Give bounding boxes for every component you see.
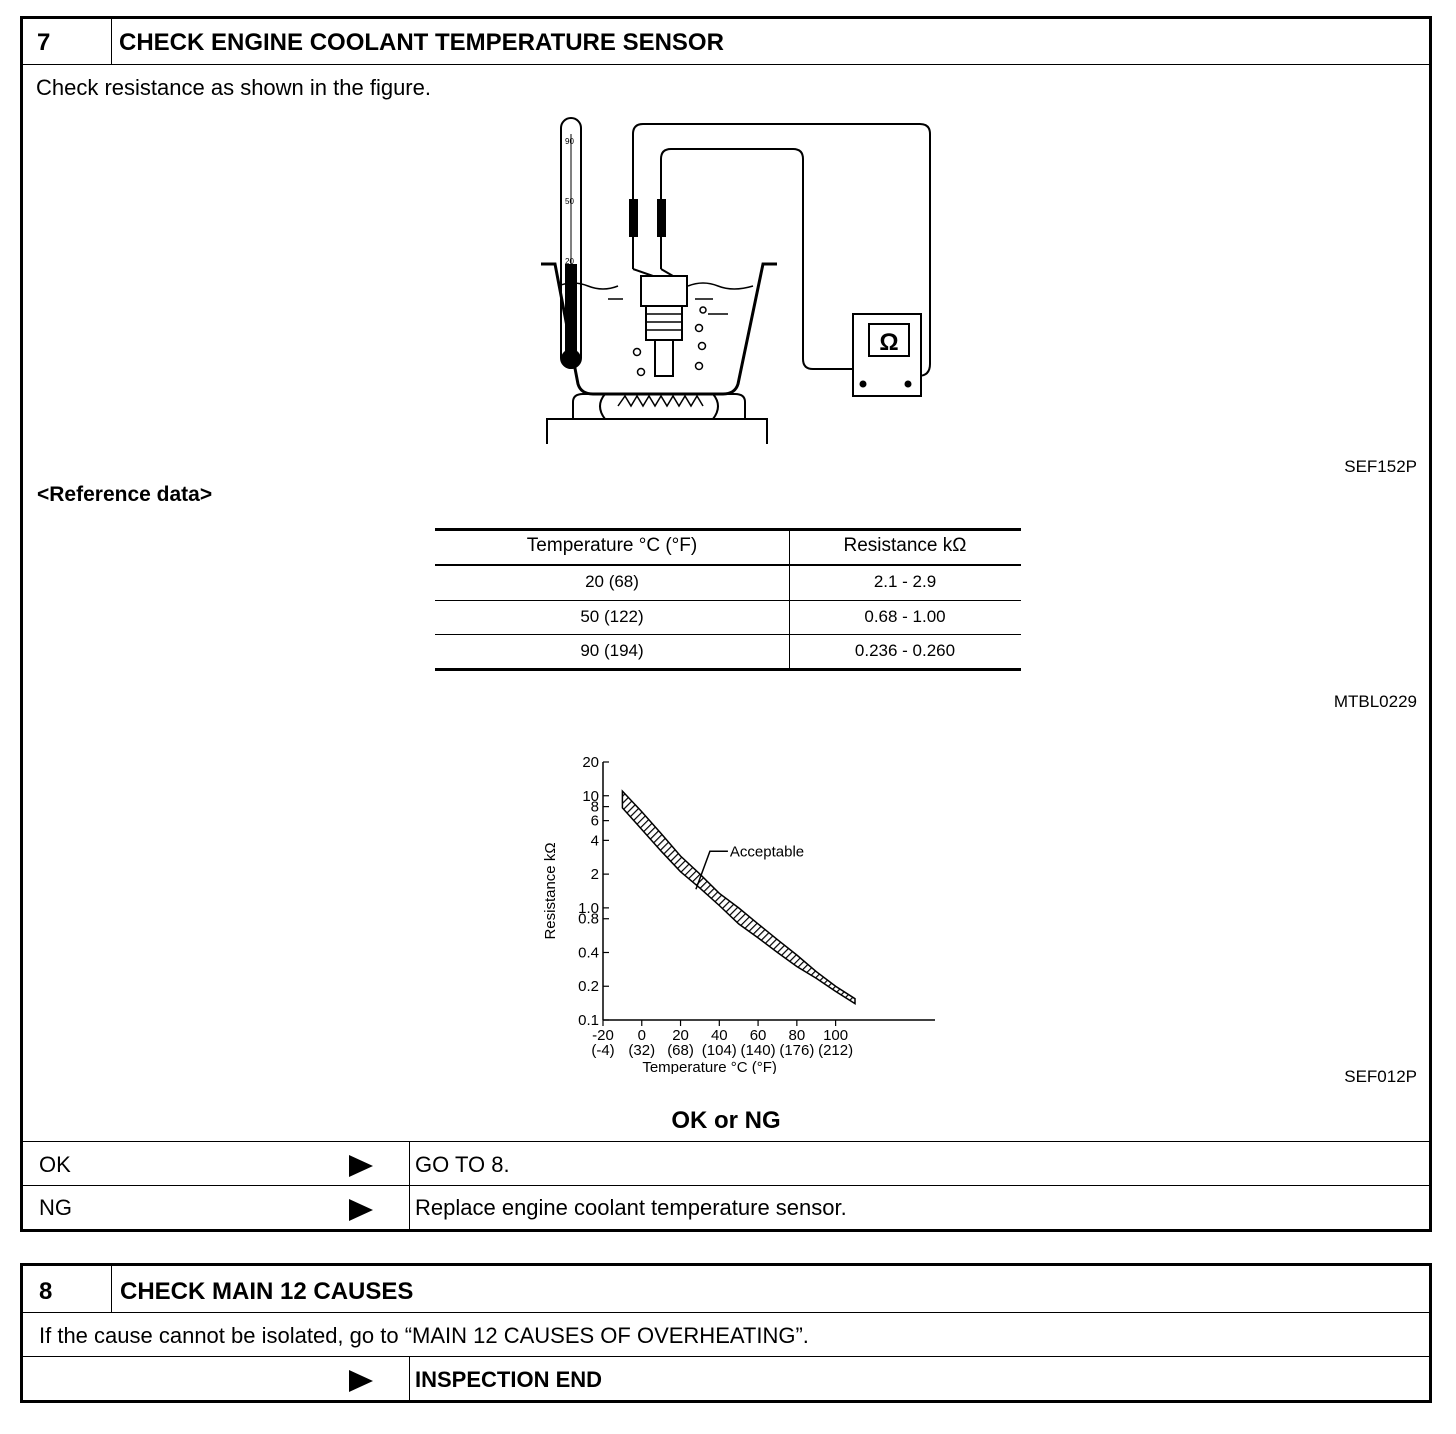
table-row: 20 (68) <box>585 572 639 591</box>
y-tick-label: 2 <box>591 866 599 883</box>
x-tick-sublabel: (68) <box>667 1042 694 1059</box>
x-tick-label: 100 <box>823 1027 848 1044</box>
result-ng-action: Replace engine coolant temperature senso… <box>415 1195 847 1220</box>
y-tick-label: 0.1 <box>578 1012 599 1029</box>
arrow-icon <box>349 1370 373 1392</box>
thermometer-mark-20: 20 <box>565 257 574 266</box>
results-top-line <box>23 1141 1429 1142</box>
step8-action-line <box>23 1356 1429 1357</box>
annotation-label: Acceptable <box>730 843 804 860</box>
table-header-resistance: Resistance kΩ <box>843 535 967 556</box>
x-tick-sublabel: (104) <box>702 1042 737 1059</box>
arrow-icon <box>349 1155 373 1177</box>
step8-instruction: If the cause cannot be isolated, go to “… <box>39 1323 809 1348</box>
result-question: OK or NG <box>671 1107 781 1134</box>
result-ok-action: GO TO 8. <box>415 1152 510 1177</box>
x-tick-sublabel: (32) <box>628 1042 655 1059</box>
step7-header-divider <box>111 19 112 65</box>
y-tick-label: 10 <box>582 788 599 805</box>
step7-box: 7 CHECK ENGINE COOLANT TEMPERATURE SENSO… <box>20 16 1432 1232</box>
acceptable-band <box>621 789 856 1005</box>
x-tick-label: 60 <box>750 1027 767 1044</box>
table-row: 50 (122) <box>580 607 644 626</box>
y-tick-label: 0.8 <box>578 911 599 928</box>
step7-number: 7 <box>37 29 51 56</box>
x-tick-sublabel: (-4) <box>591 1042 614 1059</box>
x-tick-label: 40 <box>711 1027 728 1044</box>
y-axis-label: Resistance kΩ <box>542 842 559 939</box>
graph-code: SEF012P <box>1344 1067 1417 1086</box>
thermometer-mark-50: 50 <box>565 197 574 206</box>
figure-code: SEF152P <box>1344 457 1417 476</box>
table-row: 0.68 - 1.00 <box>864 607 946 626</box>
ohm-symbol: Ω <box>879 329 898 356</box>
results-mid-line <box>23 1185 1429 1186</box>
step8-box: 8 CHECK MAIN 12 CAUSES If the cause cann… <box>20 1263 1432 1403</box>
x-axis-label: Temperature °C (°F) <box>642 1059 777 1074</box>
table-row: 2.1 - 2.9 <box>873 572 937 591</box>
step7-title: CHECK ENGINE COOLANT TEMPERATURE SENSOR <box>119 29 724 56</box>
table-header-temperature: Temperature °C (°F) <box>526 535 698 556</box>
test-setup-figure: 90 50 20 Ω <box>541 117 931 444</box>
step8-title: CHECK MAIN 12 CAUSES <box>120 1278 414 1305</box>
y-tick-label: 0.4 <box>578 944 599 961</box>
y-tick-label: 8 <box>591 799 599 816</box>
x-tick-sublabel: (176) <box>779 1042 814 1059</box>
step7-instruction: Check resistance as shown in the figure. <box>36 75 431 100</box>
step8-number: 8 <box>39 1278 53 1305</box>
step8-action-divider <box>409 1356 410 1400</box>
thermometer-mark-90: 90 <box>565 137 574 146</box>
x-tick-label: 80 <box>789 1027 806 1044</box>
results-divider <box>409 1141 410 1229</box>
step7-header-line <box>23 64 1429 65</box>
step8-header-divider <box>111 1266 112 1313</box>
x-tick-label: 20 <box>672 1027 689 1044</box>
table-row: 90 (194) <box>580 641 644 660</box>
table-code: MTBL0229 <box>1333 692 1417 711</box>
x-tick-label: -20 <box>592 1027 614 1044</box>
result-ok-label: OK <box>39 1152 71 1177</box>
y-tick-label: 20 <box>582 754 599 771</box>
arrow-icon <box>349 1199 373 1221</box>
reference-table: Temperature °C (°F) Resistance kΩ 20 (68… <box>435 528 1021 672</box>
table-row: 0.236 - 0.260 <box>854 641 956 660</box>
x-tick-label: 0 <box>638 1027 646 1044</box>
reference-heading: <Reference data> <box>37 483 213 506</box>
y-tick-label: 0.2 <box>578 978 599 995</box>
y-tick-label: 1.0 <box>578 900 599 917</box>
result-ng-label: NG <box>39 1195 72 1220</box>
x-tick-sublabel: (140) <box>741 1042 776 1059</box>
step8-header-line <box>23 1312 1429 1313</box>
y-tick-label: 6 <box>591 813 599 830</box>
resistance-graph: 201086421.00.80.40.20.1-20(-4)0(32)20(68… <box>542 754 935 1074</box>
y-tick-label: 4 <box>591 832 599 849</box>
annotation-leader <box>695 850 728 890</box>
step8-action: INSPECTION END <box>415 1367 603 1392</box>
x-tick-sublabel: (212) <box>818 1042 853 1059</box>
